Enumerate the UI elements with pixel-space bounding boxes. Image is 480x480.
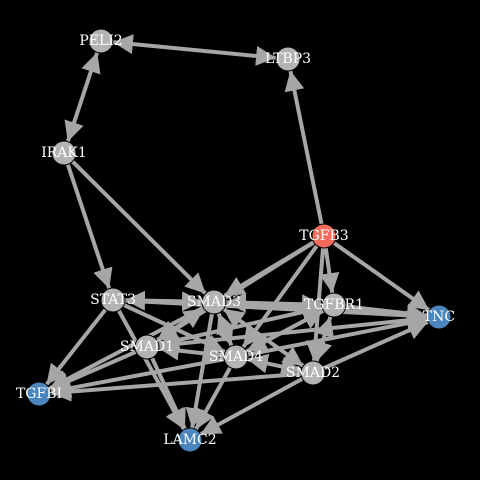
edge-smad4-tgfbi: [50, 357, 225, 398]
node-smad3[interactable]: [201, 289, 227, 315]
edge-stat3-tnc: [124, 298, 428, 326]
edge-smad2-lamc2: [199, 376, 304, 437]
node-irak1[interactable]: [51, 140, 77, 166]
node-tgfbr1[interactable]: [321, 292, 347, 318]
node-tgfb3[interactable]: [311, 223, 337, 249]
node-label-smad3: SMAD3: [187, 294, 241, 310]
edge-irak1-stat3: [65, 163, 113, 290]
node-label-stat3: STAT3: [90, 292, 136, 308]
edge-peli2-irak1: [64, 51, 101, 143]
node-smad2[interactable]: [300, 360, 326, 386]
edge-tgfb3-tgfbr1: [319, 247, 340, 294]
node-label-tnc: TNC: [423, 309, 455, 325]
node-smad1[interactable]: [134, 334, 160, 360]
node-label-lamc2: LAMC2: [163, 432, 216, 448]
edge-tgfb3-ltbp3: [284, 70, 324, 225]
node-tgfbi[interactable]: [26, 381, 52, 407]
node-ltbp3[interactable]: [275, 46, 301, 72]
edge-smad1-smad4: [158, 340, 225, 364]
node-label-peli2: PELI2: [79, 33, 122, 49]
edge-tgfbr1-smad1: [158, 302, 323, 350]
edge-layer: [44, 34, 431, 437]
edge-peli2-ltbp3: [112, 34, 277, 66]
node-tnc[interactable]: [426, 304, 452, 330]
edge-irak1-smad3: [71, 160, 207, 295]
node-label-tgfbr1: TGFBR1: [304, 297, 364, 313]
node-label-smad2: SMAD2: [286, 365, 340, 381]
node-label-tgfb3: TGFB3: [299, 228, 348, 244]
node-label-irak1: IRAK1: [41, 145, 87, 161]
node-label-smad4: SMAD4: [209, 349, 263, 365]
edge-tgfb3-tnc: [332, 241, 431, 312]
node-label-smad1: SMAD1: [120, 339, 174, 355]
node-smad4[interactable]: [223, 344, 249, 370]
edge-smad2-tgfbi: [50, 371, 302, 402]
node-layer: [26, 28, 452, 453]
node-peli2[interactable]: [88, 28, 114, 54]
node-label-tgfbi: TGFBI: [16, 386, 62, 402]
edge-smad2-tnc: [323, 320, 429, 370]
edge-smad4-tnc: [247, 313, 428, 357]
edge-smad4-smad2: [247, 353, 302, 377]
node-lamc2[interactable]: [177, 427, 203, 453]
edge-stat3-tgfbi: [44, 308, 108, 386]
node-label-ltbp3: LTBP3: [265, 51, 311, 67]
node-stat3[interactable]: [100, 287, 126, 313]
